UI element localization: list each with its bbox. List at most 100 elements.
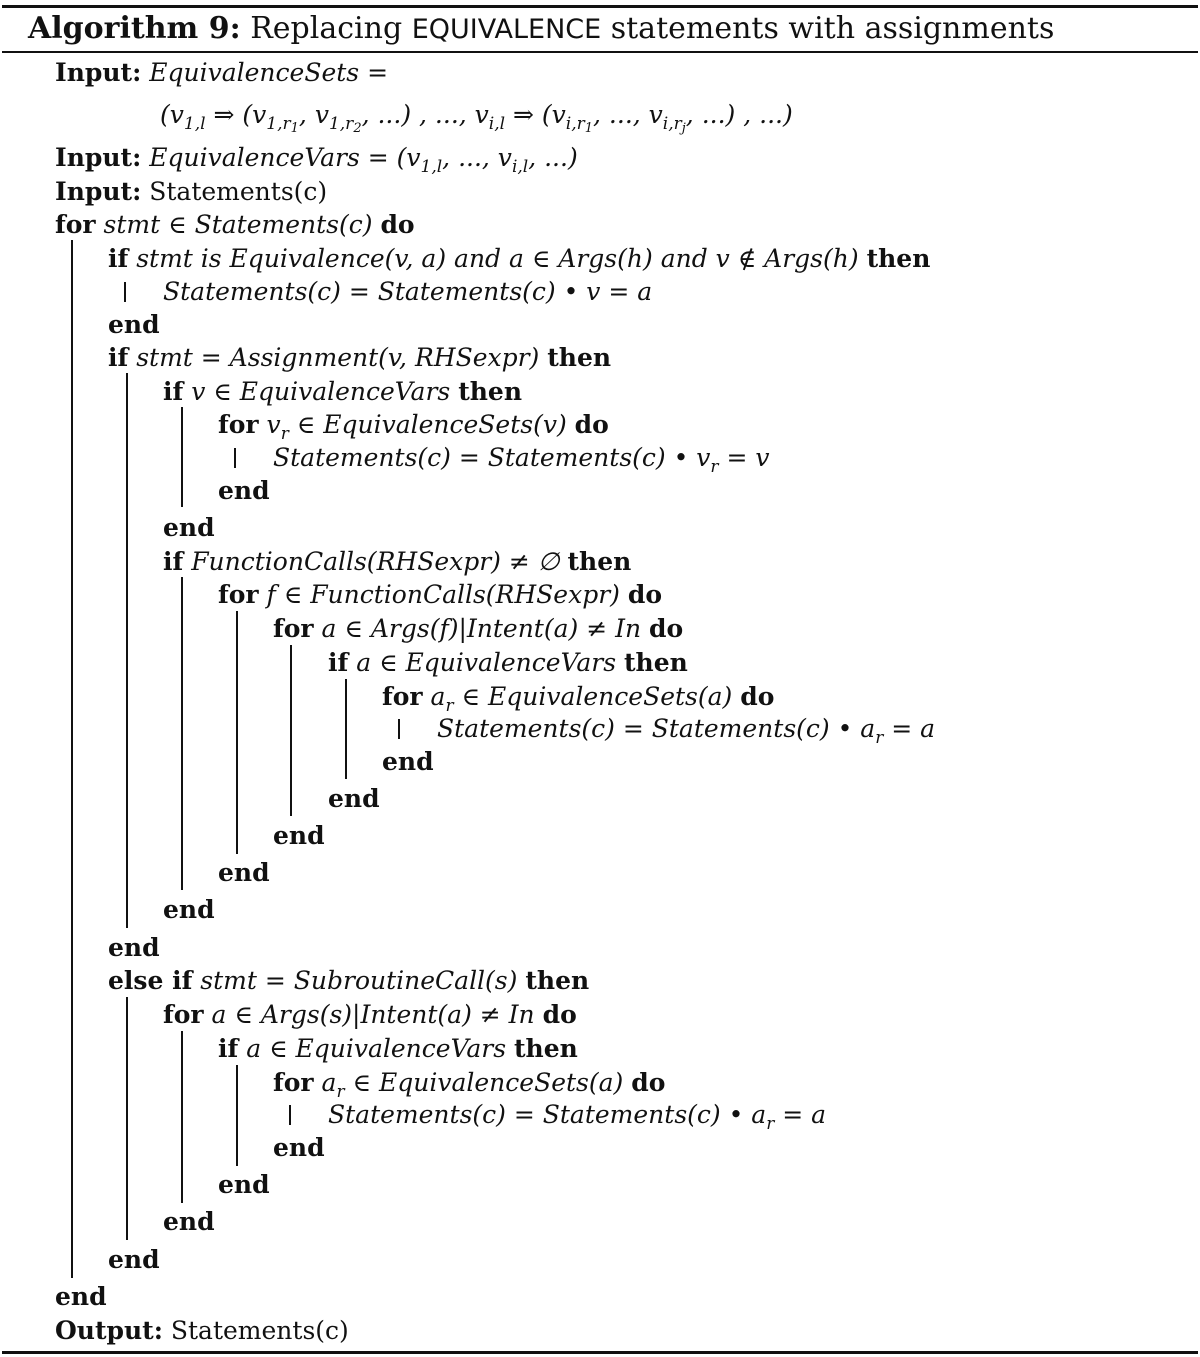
input-3-seg: Input: <box>55 177 142 206</box>
scope-bar-if-v-in-vars <box>181 407 183 507</box>
for-ar-1-seg: a <box>422 682 446 711</box>
input-1-cont-seg: , ..., v <box>593 100 663 129</box>
assign-vr-v-seg: Statements(c) = Statements(c) • v <box>273 443 711 472</box>
input-2-seg: i,l <box>511 157 529 177</box>
algo-line-if-equivalence: if stmt is Equivalence(v, a) and a ∈ Arg… <box>108 242 930 276</box>
else-if-subroutine-seg: stmt = SubroutineCall(s) <box>192 966 526 995</box>
input-1-cont-seg: i,r <box>565 114 585 134</box>
algo-line-end-11: end <box>218 1168 270 1202</box>
for-ar-1-seg: ∈ EquivalenceSets(a) <box>453 682 741 711</box>
algo-line-if-function-calls: if FunctionCalls(RHSexpr) ≠ ∅ then <box>163 545 631 579</box>
for-stmt-seg: for <box>55 210 96 239</box>
output-seg: Statements(c) <box>162 1316 349 1345</box>
scope-bar-if-assignment <box>126 373 128 928</box>
assign-ar-a-1-seg: Statements(c) = Statements(c) • a <box>437 714 876 743</box>
scope-bar-for-ar-2 <box>289 1105 291 1125</box>
algo-line-end-9: end <box>108 931 160 965</box>
algo-line-if-assignment: if stmt = Assignment(v, RHSexpr) then <box>108 341 611 375</box>
end-9-seg: end <box>108 933 160 962</box>
algo-line-assign-vr-v: Statements(c) = Statements(c) • vr = v <box>273 441 770 476</box>
algo-line-end-12: end <box>163 1205 215 1239</box>
if-a-in-vars-1-seg: a ∈ EquivalenceVars <box>348 648 624 677</box>
if-v-in-vars-seg: then <box>458 377 523 406</box>
if-function-calls-seg: then <box>567 547 632 576</box>
for-a-args-s-seg: do <box>542 1000 577 1029</box>
end-4-seg: end <box>382 747 434 776</box>
end-14-seg: end <box>55 1282 107 1311</box>
input-1-seg: EquivalenceSets = <box>141 58 389 87</box>
scope-bar-if-a-in-vars-1 <box>345 679 347 779</box>
if-a-in-vars-1-seg: if <box>328 648 349 677</box>
scope-bar-for-a-args-f <box>290 645 292 816</box>
output-seg: Output: <box>55 1316 163 1345</box>
input-1-cont-seg: 1 <box>290 121 299 136</box>
algo-line-assign-ar-a-1: Statements(c) = Statements(c) • ar = a <box>437 712 935 747</box>
input-1-cont-seg: 1,r <box>328 114 354 134</box>
end-12-seg: end <box>163 1207 215 1236</box>
input-1-cont-seg: , v <box>298 100 329 129</box>
algo-line-if-a-in-vars-1: if a ∈ EquivalenceVars then <box>328 646 688 680</box>
input-1-cont-seg: i,l <box>488 114 506 134</box>
input-2-seg: Input: <box>55 143 142 172</box>
caption-rule <box>2 51 1198 53</box>
algo-line-if-v-in-vars: if v ∈ EquivalenceVars then <box>163 375 522 409</box>
for-f-seg: f ∈ FunctionCalls(RHSexpr) <box>258 580 628 609</box>
for-ar-2-seg: do <box>631 1068 666 1097</box>
algo-line-end-3: end <box>163 511 215 545</box>
for-a-args-f-seg: do <box>649 614 684 643</box>
assign-v-a-seg: Statements(c) = Statements(c) • v = a <box>163 277 653 306</box>
input-1-cont-seg: , ...) , ..., v <box>361 100 489 129</box>
for-f-seg: do <box>627 580 663 609</box>
scope-bar-else-if-subroutine <box>126 997 128 1240</box>
algo-line-for-vr: for vr ∈ EquivalenceSets(v) do <box>218 408 609 444</box>
input-1-cont-seg: j <box>681 121 686 136</box>
scope-bar-if-function-calls <box>181 577 183 890</box>
scope-bar-for-f <box>236 611 238 854</box>
if-a-in-vars-2-seg: a ∈ EquivalenceVars <box>238 1034 514 1063</box>
if-a-in-vars-1-seg: then <box>623 648 688 677</box>
for-stmt-seg: stmt ∈ Statements(c) <box>95 210 381 239</box>
algo-line-input-1: Input: EquivalenceSets = <box>55 56 388 90</box>
end-13-seg: end <box>108 1245 160 1274</box>
for-a-args-f-seg: for <box>273 614 314 643</box>
end-7-seg: end <box>218 858 270 887</box>
algo-line-end-4: end <box>382 745 434 779</box>
input-1-cont-seg: , ...) , ...) <box>685 100 793 129</box>
if-assignment-seg: if <box>108 343 129 372</box>
for-ar-2-seg: r <box>336 1082 345 1102</box>
algo-line-for-ar-2: for ar ∈ EquivalenceSets(a) do <box>273 1066 666 1102</box>
algo-line-for-stmt: for stmt ∈ Statements(c) do <box>55 208 415 242</box>
for-vr-seg: do <box>574 410 609 439</box>
scope-bar-for-a-args-s <box>181 1031 183 1203</box>
input-1-cont-seg: 1,r <box>266 114 291 134</box>
if-function-calls-seg: if <box>163 547 184 576</box>
algo-line-if-a-in-vars-2: if a ∈ EquivalenceVars then <box>218 1032 578 1066</box>
input-1-cont-seg: i,r <box>662 114 682 134</box>
algo-line-end-5: end <box>328 782 380 816</box>
algo-line-for-a-args-s: for a ∈ Args(s)|Intent(a) ≠ In do <box>163 998 577 1032</box>
input-2-seg: , ..., v <box>442 143 512 172</box>
for-vr-seg: v <box>258 410 281 439</box>
end-3-seg: end <box>163 513 215 542</box>
algo-line-for-a-args-f: for a ∈ Args(f)|Intent(a) ≠ In do <box>273 612 683 646</box>
input-1-cont-seg: 2 <box>353 121 362 136</box>
if-equivalence-seg: then <box>866 244 931 273</box>
if-v-in-vars-seg: v ∈ EquivalenceVars <box>183 377 459 406</box>
bottom-rule <box>2 1351 1198 1354</box>
end-1-seg: end <box>108 310 160 339</box>
for-vr-seg: r <box>280 424 289 444</box>
algo-line-output: Output: Statements(c) <box>55 1314 349 1348</box>
algo-line-end-2: end <box>218 474 270 508</box>
assign-ar-a-2-seg: r <box>766 1114 775 1134</box>
algo-line-end-6: end <box>273 819 325 853</box>
for-ar-1-seg: r <box>445 696 454 716</box>
input-2-seg: 1,l <box>420 157 443 177</box>
algo-line-end-10: end <box>273 1131 325 1165</box>
for-stmt-seg: do <box>380 210 415 239</box>
input-1-cont-seg: (v <box>160 100 184 129</box>
algo-line-input-1-cont: (v1,l ⇒ (v1,r1, v1,r2, ...) , ..., vi,l … <box>160 98 793 135</box>
scope-bar-if-equivalence <box>124 282 126 302</box>
scope-bar-if-a-in-vars-2 <box>236 1065 238 1166</box>
end-10-seg: end <box>273 1133 325 1162</box>
algo-line-else-if-subroutine: else if stmt = SubroutineCall(s) then <box>108 964 589 998</box>
